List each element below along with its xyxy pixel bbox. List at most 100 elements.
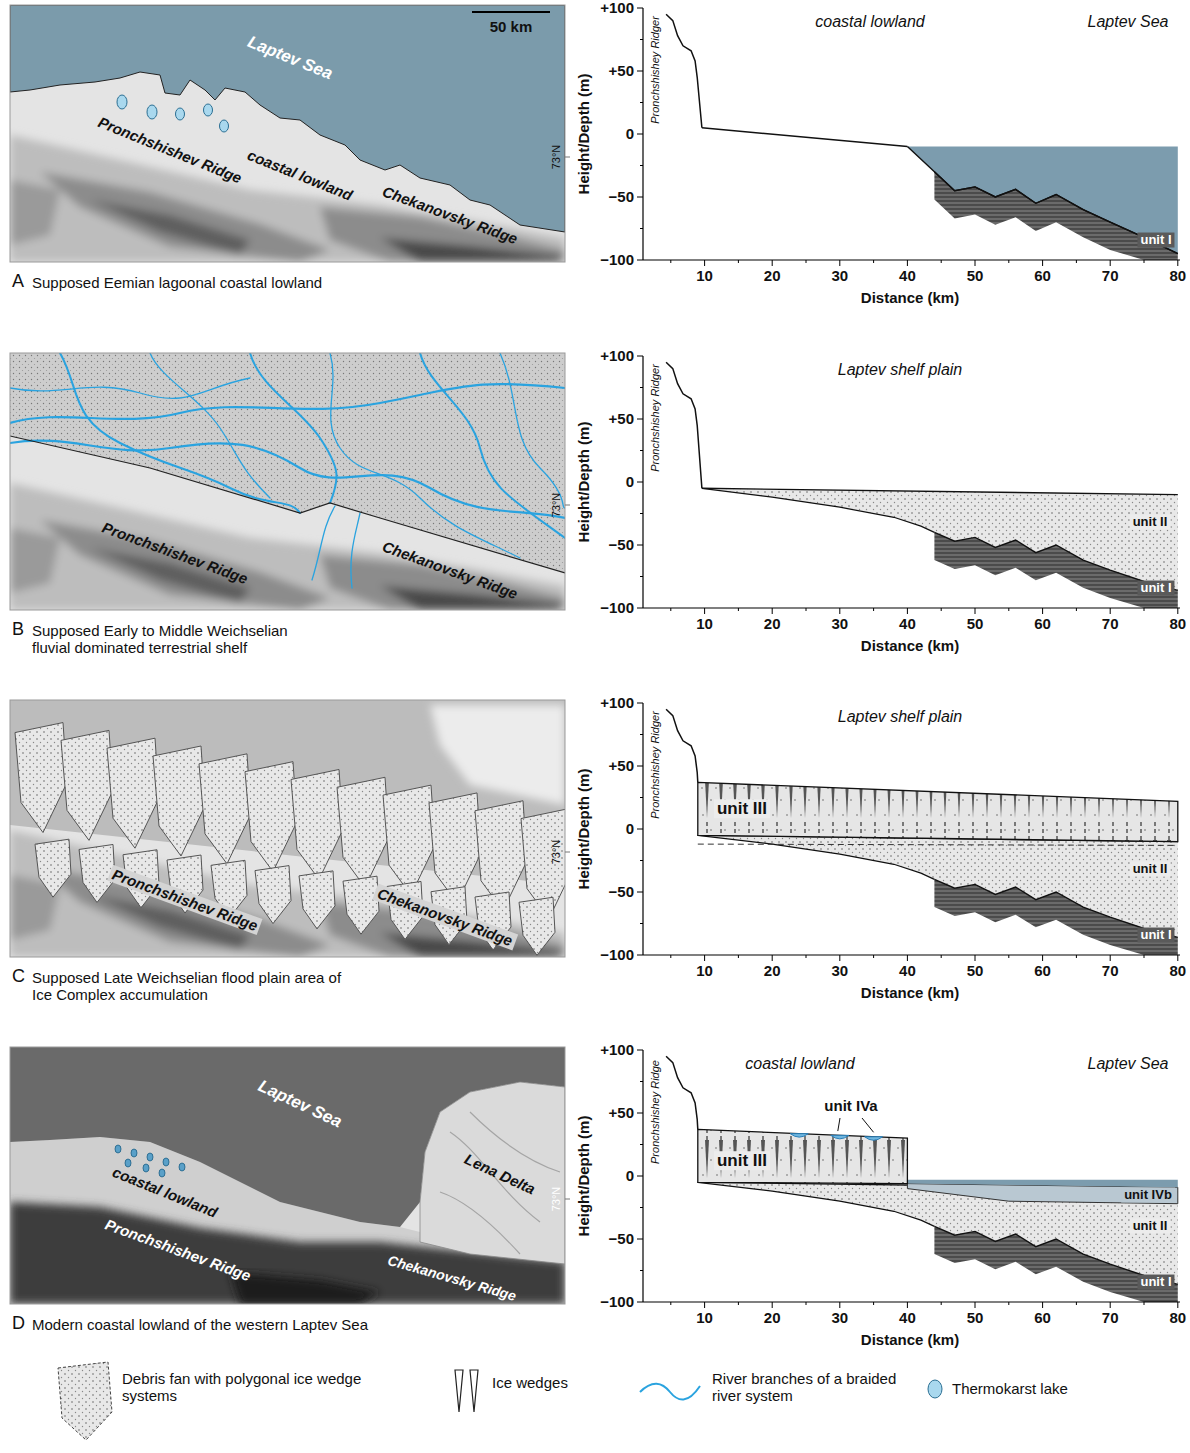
drawing-line — [806, 955, 807, 958]
drawing-ellipse — [163, 1158, 169, 1166]
ridge-label: Pronchshishey Ridger — [649, 364, 662, 472]
drawing-line — [643, 1301, 1180, 1302]
axis-tick: 10 — [696, 615, 713, 632]
legend-text: Thermokarst lake — [952, 1380, 1068, 1397]
surface-line — [702, 488, 1178, 494]
axis-tick: 50 — [967, 267, 984, 284]
drawing-line — [565, 1199, 570, 1200]
axis-tick: 20 — [764, 267, 781, 284]
axis-tick: 30 — [831, 1309, 848, 1326]
unit-label: unit II — [1130, 1219, 1171, 1234]
drawing-ellipse — [179, 1163, 185, 1171]
axes — [637, 1050, 1180, 1308]
drawing-line — [941, 1302, 942, 1305]
unit-iii — [698, 782, 1178, 841]
drawing-polyline — [907, 147, 1177, 254]
axis-tick: 60 — [1034, 615, 1051, 632]
drawing-path — [420, 353, 565, 538]
unit-label: unit IVa — [824, 1097, 877, 1114]
drawing-line — [637, 608, 643, 609]
axis-tick: 40 — [899, 1309, 916, 1326]
unit-label: unit IVb — [1121, 1187, 1175, 1202]
drawing-path — [60, 353, 300, 513]
drawing-line — [975, 608, 976, 614]
drawing-rect — [10, 700, 565, 957]
drawing-path — [312, 506, 335, 580]
drawing-line — [637, 1176, 643, 1177]
drawing-rect — [10, 1047, 565, 1304]
unit-ivb — [907, 1184, 1177, 1204]
drawing-line — [1076, 1302, 1077, 1305]
drawing-ellipse — [204, 104, 213, 116]
axis-tick: −50 — [609, 1230, 634, 1247]
drawing-line — [640, 734, 643, 735]
drawing-line — [637, 892, 643, 893]
drawing-polyline — [10, 436, 565, 573]
drawing-line — [1042, 1302, 1043, 1308]
drawing-polygon — [10, 5, 565, 232]
unit-boundary — [702, 488, 935, 532]
ridge-label: Pronchshishey Ridger — [649, 711, 662, 819]
drawing-ellipse — [117, 95, 127, 109]
drawing-line — [1008, 1302, 1009, 1305]
profile-title: Laptev shelf plain — [838, 708, 963, 726]
drawing-line — [941, 955, 942, 958]
ridge-profile — [666, 1056, 698, 1129]
drawing-line — [1008, 955, 1009, 958]
drawing-line — [640, 1270, 643, 1271]
drawing-polygon — [10, 353, 565, 573]
legend-text: Debris fan with polygonal ice wedge syst… — [122, 1370, 362, 1405]
drawing-ellipse — [147, 105, 157, 119]
axis-tick: +50 — [609, 1104, 634, 1121]
drawing-line — [565, 505, 570, 506]
drawing-line — [907, 955, 908, 961]
drawing-line — [1144, 260, 1145, 263]
unit-label: unit II — [1130, 862, 1171, 877]
axis-tick: 0 — [626, 820, 634, 837]
unit-label: unit I — [1137, 1274, 1174, 1289]
legend-swatch — [928, 1380, 942, 1398]
axis-tick: 10 — [696, 1309, 713, 1326]
unit-iva-lake — [831, 1135, 849, 1139]
drawing-use — [10, 700, 565, 957]
debris-fan — [15, 723, 67, 833]
drawing-line — [637, 703, 643, 704]
drawing-line — [941, 608, 942, 611]
debris-fan — [383, 785, 435, 895]
unit-label: unit III — [714, 799, 770, 819]
debris-fan — [61, 730, 113, 840]
cross-sections — [637, 8, 1180, 1308]
axis-tick: −50 — [609, 536, 634, 553]
caption: Supposed Early to Middle Weichselian flu… — [32, 622, 322, 657]
drawing-line — [772, 1302, 773, 1308]
drawing-line — [637, 197, 643, 198]
unit-label: unit I — [1137, 927, 1174, 942]
panel-letter: D — [12, 1313, 25, 1334]
drawing-line — [640, 102, 643, 103]
drawing-polygon — [470, 1370, 478, 1412]
ridge-profile — [666, 709, 698, 782]
drawing-line — [1177, 608, 1178, 614]
axis-tick: −100 — [600, 599, 634, 616]
drawing-line — [1110, 955, 1111, 961]
drawing-line — [1110, 608, 1111, 614]
drawing-line — [1144, 1302, 1145, 1305]
legend-text: River branches of a braided river system — [712, 1370, 912, 1405]
drawing-line — [907, 608, 908, 614]
drawing-line — [637, 766, 643, 767]
drawing-line — [640, 860, 643, 861]
drawing-line — [1110, 1302, 1111, 1308]
drawing-line — [704, 955, 705, 961]
drawing-path — [250, 353, 337, 503]
drawing-ellipse — [147, 1153, 153, 1161]
drawing-line — [637, 829, 643, 830]
drawing-line — [907, 260, 908, 266]
axis-tick: +100 — [600, 0, 634, 17]
drawing-line — [640, 450, 643, 451]
debris-fan — [343, 876, 379, 934]
debris-fan — [429, 793, 481, 903]
axis-title: Distance (km) — [861, 289, 959, 306]
map-d — [10, 1047, 570, 1304]
drawing-line — [637, 8, 643, 9]
